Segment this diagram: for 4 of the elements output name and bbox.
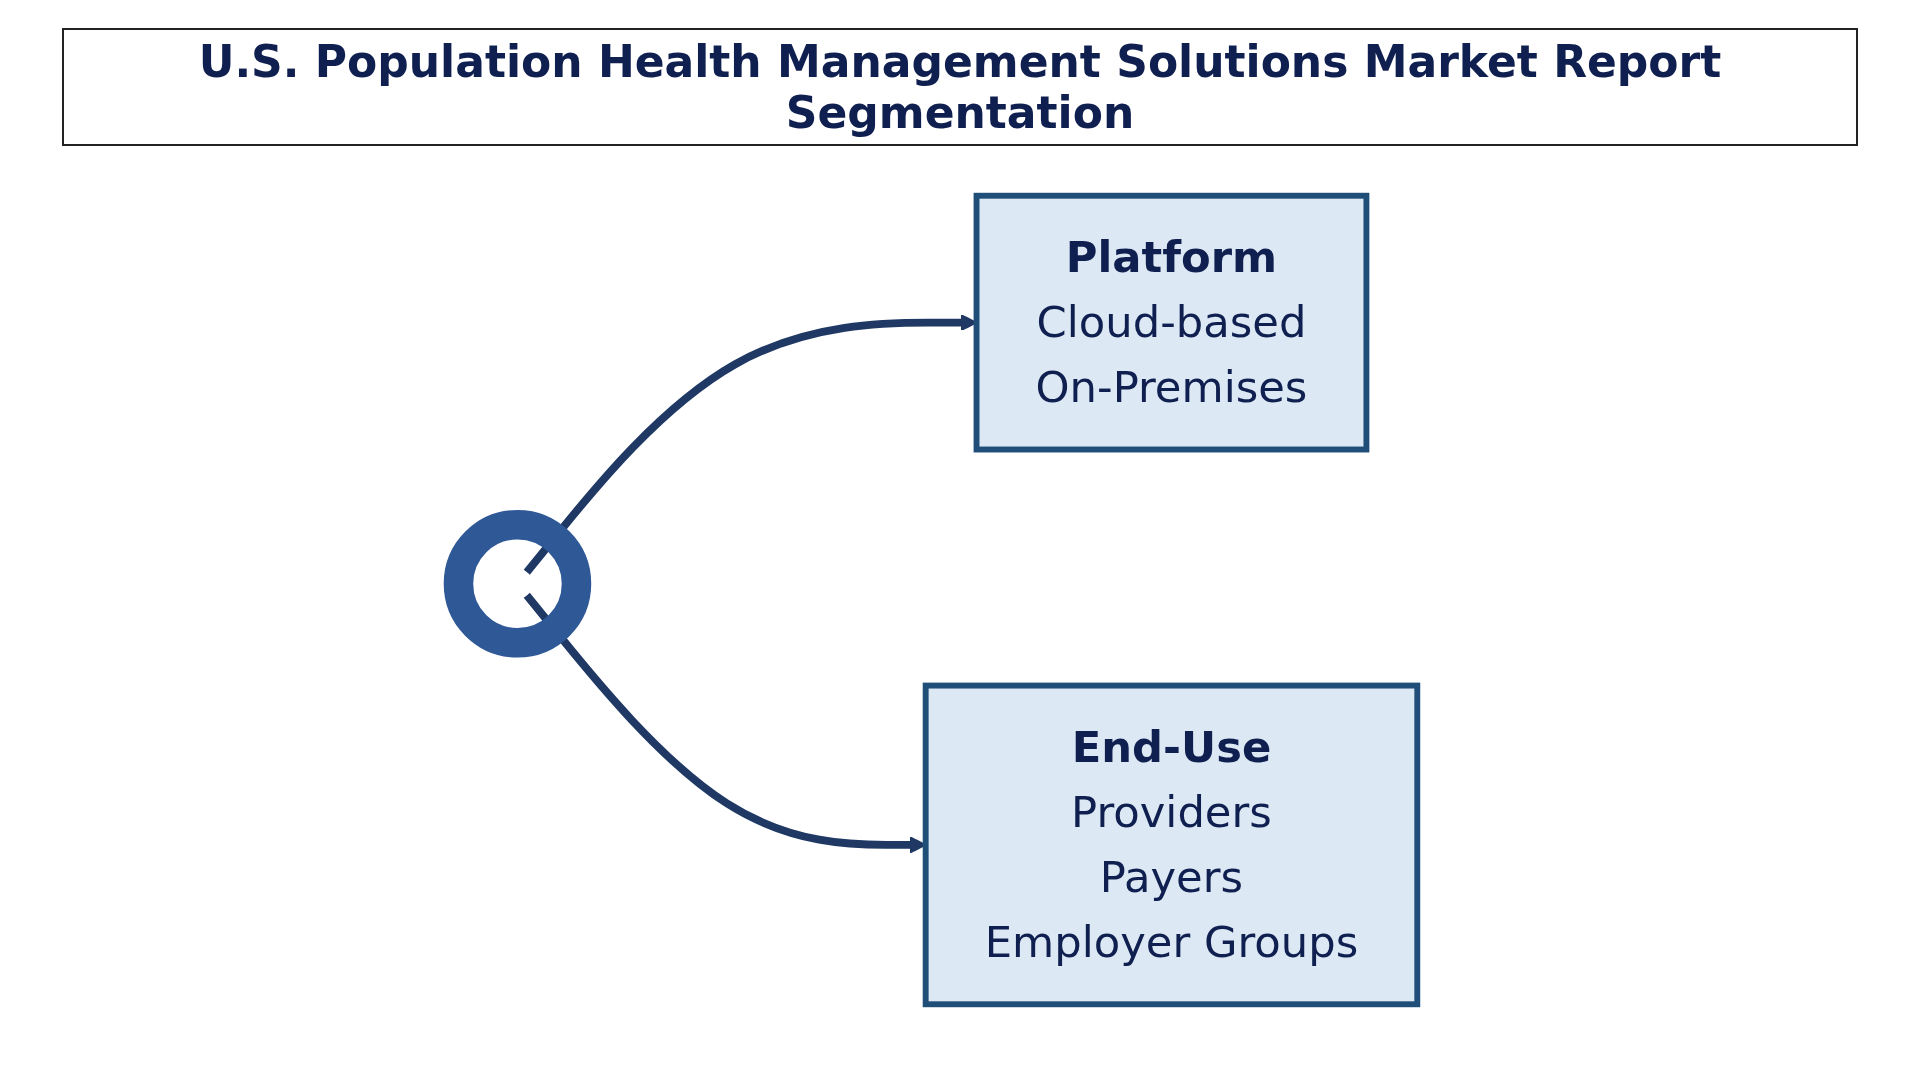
title: U.S. Population Health Management Solutions Market Report Segmentation — [62, 28, 1858, 146]
node-circle — [443, 510, 592, 658]
node-box: Platform Cloud-based On-Premises — [973, 192, 1370, 453]
node-box: End-Use Providers Payers Employer Groups — [922, 682, 1421, 1008]
